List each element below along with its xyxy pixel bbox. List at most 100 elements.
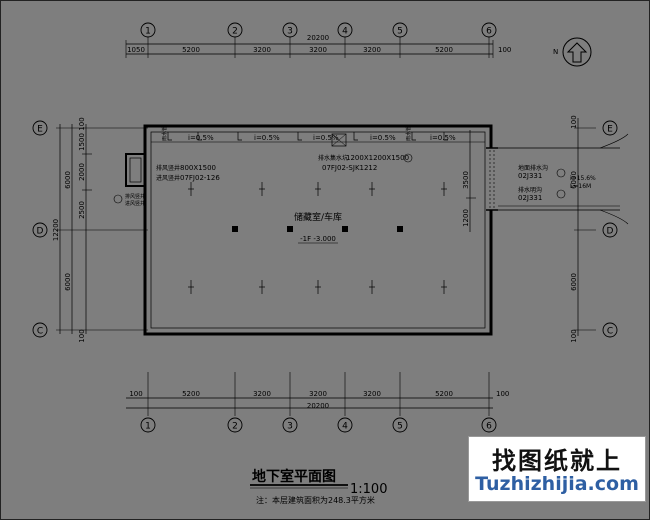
light-markers <box>188 182 447 294</box>
svg-text:5200: 5200 <box>182 390 200 398</box>
svg-text:排风竖井: 排风竖井 <box>125 193 145 200</box>
svg-text:3200: 3200 <box>309 390 327 398</box>
svg-text:进风竖井: 进风竖井 <box>156 174 180 182</box>
ramp-slope: i=15.6% <box>570 175 596 182</box>
svg-text:3200: 3200 <box>309 46 327 54</box>
svg-text:进风竖井: 进风竖井 <box>125 200 145 207</box>
svg-text:100: 100 <box>570 329 578 342</box>
svg-text:i=0.5%: i=0.5% <box>188 134 214 142</box>
svg-text:2500: 2500 <box>78 201 86 219</box>
axis-bubble-right-E: E <box>602 120 618 136</box>
svg-text:排风竖井: 排风竖井 <box>156 164 180 172</box>
axis-bubble-left-E: E <box>32 120 48 136</box>
axis-bubble-left-C: C <box>32 322 48 338</box>
overall-width-left: 12200 <box>52 219 60 241</box>
svg-text:i=0.5%: i=0.5% <box>313 134 339 142</box>
svg-text:4: 4 <box>342 422 348 432</box>
north-arrow-icon: N <box>553 37 592 67</box>
top-axis-bubbles: 1 2 3 4 5 6 <box>140 22 497 38</box>
svg-text:3200: 3200 <box>363 46 381 54</box>
watermark-logo: 找图纸就上 Tuzhizhijia.com <box>468 436 646 502</box>
svg-text:6: 6 <box>486 27 492 37</box>
sump-pit: 排水集水坑 1200X1200X1500 07FJ02-SJK1212 <box>318 133 413 172</box>
window-size: 800X1500 <box>180 164 216 172</box>
svg-text:6000: 6000 <box>64 171 72 189</box>
svg-text:100: 100 <box>129 390 142 398</box>
right-axis-bubbles: E D C <box>602 120 618 338</box>
svg-text:排水集水坑: 排水集水坑 <box>318 154 348 162</box>
svg-text:1: 1 <box>145 27 151 37</box>
axis-bubble-top-6: 6 <box>481 22 497 38</box>
axis-bubble-bottom-6: 6 <box>481 417 497 433</box>
axis-bubble-bottom-2: 2 <box>227 417 243 433</box>
svg-text:i=0.5%: i=0.5% <box>370 134 396 142</box>
sump-size: 1200X1200X1500 <box>346 154 409 162</box>
svg-text:2: 2 <box>232 27 238 37</box>
svg-text:3: 3 <box>287 422 293 432</box>
svg-text:100: 100 <box>570 115 578 128</box>
axis-bubble-bottom-3: 3 <box>282 417 298 433</box>
watermark-url: Tuzhizhijia.com <box>475 473 639 495</box>
ramp-outside: 地面排水沟 02J331 排水明沟 02J331 i=15.6% L=16M <box>498 133 629 225</box>
svg-text:1500: 1500 <box>78 133 86 151</box>
axis-bubble-right-C: C <box>602 322 618 338</box>
svg-text:3500: 3500 <box>462 171 470 189</box>
svg-text:1050: 1050 <box>127 46 145 54</box>
axis-bubble-left-D: D <box>32 222 48 238</box>
axis-bubble-bottom-1: 1 <box>140 417 156 433</box>
ramp-length: L=16M <box>570 183 591 190</box>
svg-text:5: 5 <box>397 27 403 37</box>
axis-bubble-bottom-5: 5 <box>392 417 408 433</box>
columns <box>232 226 403 232</box>
axis-bubble-bottom-4: 4 <box>337 417 353 433</box>
svg-text:02J331: 02J331 <box>518 172 542 180</box>
left-axis-bubbles: E D C <box>32 120 48 338</box>
axis-bubble-top-4: 4 <box>337 22 353 38</box>
svg-text:地面排水沟: 地面排水沟 <box>518 164 548 172</box>
slope-labels: i=0.5% i=0.5% i=0.5% i=0.5% i=0.5% <box>188 134 456 142</box>
bottom-dimensions: 100 5200 3200 3200 3200 5200 100 20200 <box>126 372 509 416</box>
overall-length-top: 20200 <box>307 34 329 42</box>
svg-text:E: E <box>607 125 613 135</box>
svg-text:6000: 6000 <box>570 273 578 291</box>
svg-text:3200: 3200 <box>253 46 271 54</box>
drawing-scale: 1:100 <box>350 482 387 497</box>
svg-text:C: C <box>607 327 613 337</box>
svg-text:雨水管: 雨水管 <box>161 126 168 141</box>
overall-length-bottom: 20200 <box>307 402 329 410</box>
svg-text:C: C <box>37 327 43 337</box>
window-ref: 07FJ02-126 <box>180 174 220 182</box>
svg-text:1: 1 <box>145 422 151 432</box>
svg-text:i=0.5%: i=0.5% <box>430 134 456 142</box>
svg-text:5200: 5200 <box>435 390 453 398</box>
sump-ref: 07FJ02-SJK1212 <box>322 164 377 172</box>
watermark-chinese: 找图纸就上 <box>492 447 622 475</box>
svg-text:i=0.5%: i=0.5% <box>254 134 280 142</box>
room-level: -1F -3.000 <box>300 235 336 243</box>
svg-text:100: 100 <box>78 117 86 130</box>
area-note: 注：本层建筑面积为248.3平方米 <box>256 495 375 505</box>
svg-text:5200: 5200 <box>435 46 453 54</box>
top-dimensions: 20200 1050 5200 3200 3200 3200 5200 100 <box>125 34 511 58</box>
svg-text:100: 100 <box>78 329 86 342</box>
north-label: N <box>553 48 558 56</box>
svg-text:02J331: 02J331 <box>518 194 542 202</box>
building-walls <box>143 124 498 336</box>
svg-text:100: 100 <box>498 46 511 54</box>
right-dimensions: 100 6000 6000 100 3500 1200 <box>462 115 596 343</box>
svg-text:D: D <box>37 227 44 237</box>
room-name: 储藏室/车库 <box>294 211 342 223</box>
svg-text:6: 6 <box>486 422 492 432</box>
left-dimensions: 12200 6000 6000 100 1500 2000 2500 100 <box>52 117 148 343</box>
bottom-axis-bubbles: 1 2 3 4 5 6 <box>140 417 497 433</box>
svg-text:3200: 3200 <box>363 390 381 398</box>
axis-bubble-right-D: D <box>602 222 618 238</box>
svg-text:E: E <box>37 125 43 135</box>
svg-text:5200: 5200 <box>182 46 200 54</box>
svg-text:D: D <box>607 227 614 237</box>
svg-text:2000: 2000 <box>78 163 86 181</box>
axis-bubble-top-3: 3 <box>282 22 298 38</box>
svg-text:3200: 3200 <box>253 390 271 398</box>
svg-text:2: 2 <box>232 422 238 432</box>
